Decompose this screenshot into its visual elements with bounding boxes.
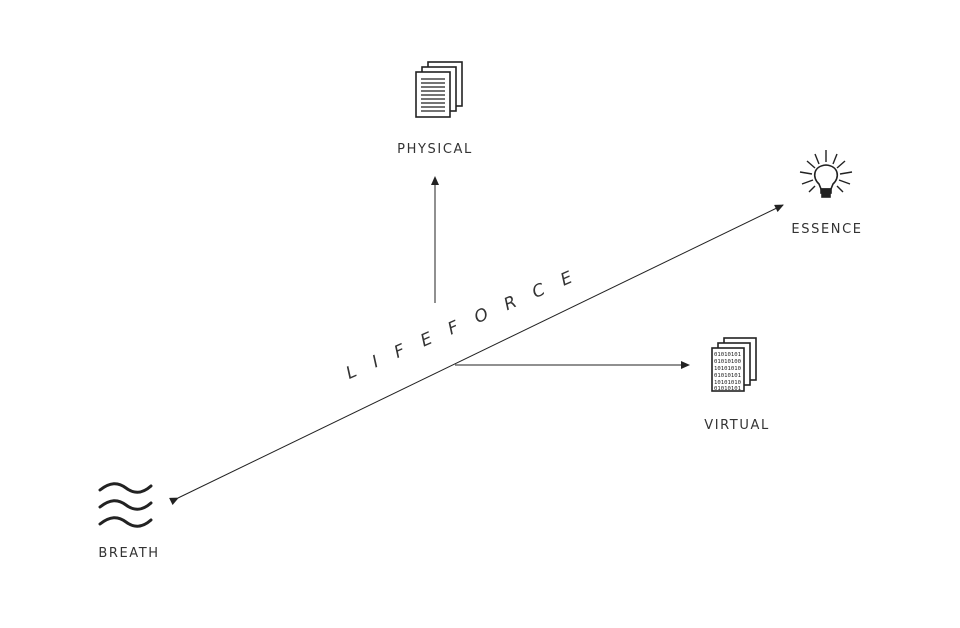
node-label-physical: PHYSICAL: [397, 142, 473, 157]
node-label-essence: ESSENCE: [791, 222, 863, 237]
binary-documents-icon: [711, 337, 757, 392]
binary-line: 01010101: [714, 352, 741, 358]
binary-line: 01010101: [714, 386, 741, 392]
binary-text: 01010101 01010100 10101010 01010101 1010…: [714, 352, 741, 392]
waves-icon: [98, 482, 153, 528]
node-label-breath: BREATH: [98, 546, 160, 561]
binary-line: 01010101: [714, 373, 741, 379]
binary-line: 10101010: [714, 380, 741, 386]
documents-icon: [415, 61, 463, 118]
binary-line: 01010100: [714, 359, 741, 365]
axis-breath-essence: [169, 204, 784, 506]
binary-line: 10101010: [714, 366, 741, 372]
node-label-virtual: VIRTUAL: [704, 418, 770, 433]
lightbulb-icon: [799, 150, 853, 198]
